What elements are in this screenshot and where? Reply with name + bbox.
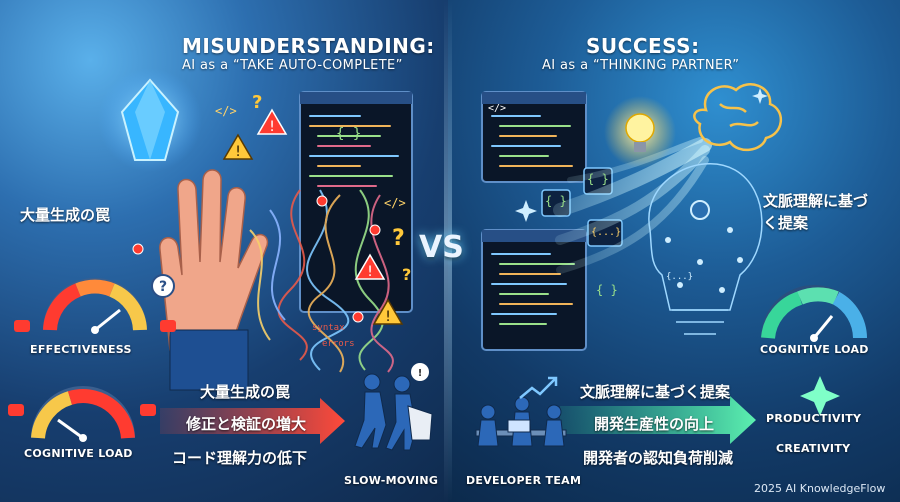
left-point-3: コード理解力の低下 bbox=[172, 449, 308, 467]
error-icon bbox=[132, 195, 381, 323]
code-window-right-top bbox=[481, 91, 587, 183]
neural-network-bulb bbox=[648, 163, 763, 335]
question-icon: ? ? ? bbox=[252, 92, 411, 284]
right-point-2: 開発生産性の向上 bbox=[594, 415, 715, 433]
creativity-label: CREATIVITY bbox=[776, 442, 851, 455]
snippet-ellipsis: {...} bbox=[666, 272, 694, 282]
speech-bubble-icon: ! bbox=[411, 363, 429, 381]
gauge-effectiveness bbox=[43, 278, 147, 334]
right-subtitle: AI as a “THINKING PARTNER” bbox=[542, 58, 740, 73]
snippet-ellipsis: {...} bbox=[591, 227, 622, 238]
snippet-errors: errors bbox=[322, 339, 355, 349]
warning-icon: ! bbox=[354, 253, 386, 280]
left-point-2: 修正と検証の増大 bbox=[186, 415, 307, 433]
svg-text:?: ? bbox=[159, 279, 167, 295]
warning-icon: ! bbox=[222, 133, 254, 160]
left-title: MISUNDERSTANDING: bbox=[182, 34, 435, 58]
developer-team-label: DEVELOPER TEAM bbox=[466, 474, 582, 487]
sparkle-icon bbox=[515, 88, 768, 222]
right-point-1: 文脈理解に基づく提案 bbox=[580, 383, 731, 401]
gauge-cognitive-load-left-label: COGNITIVE LOAD bbox=[24, 447, 133, 460]
snippet-braces: { } bbox=[587, 172, 609, 186]
network-nodes bbox=[665, 200, 743, 293]
warning-icon: ! bbox=[256, 108, 288, 135]
svg-text:!: ! bbox=[418, 368, 423, 379]
footer-credit: 2025 AI KnowledgeFlow bbox=[754, 482, 886, 495]
code-window-right-bottom bbox=[481, 229, 587, 351]
arrow-right-icon bbox=[160, 398, 345, 444]
alarm-icon bbox=[8, 404, 156, 416]
snippet-tag: </> bbox=[215, 104, 237, 118]
snippet-braces: { } bbox=[545, 194, 567, 208]
left-subtitle: AI as a “TAKE AUTO-COMPLETE” bbox=[182, 58, 403, 73]
svg-text:?: ? bbox=[252, 92, 262, 113]
snippet-tag: </> bbox=[488, 103, 507, 114]
right-side-label: 文脈理解に基づく提案 bbox=[763, 192, 869, 232]
productivity-label: PRODUCTIVITY bbox=[766, 412, 862, 425]
question-icon: ? bbox=[151, 274, 175, 298]
snippet-braces: { } bbox=[596, 283, 618, 297]
hand-icon bbox=[159, 169, 269, 351]
gauge-cognitive-load-right-label: COGNITIVE LOAD bbox=[760, 343, 869, 356]
lightbulb-icon bbox=[604, 96, 676, 168]
sparkle-icon bbox=[800, 376, 840, 416]
gauge-cognitive-load-left bbox=[31, 386, 135, 442]
crystal-icon bbox=[98, 68, 202, 172]
svg-text:?: ? bbox=[402, 265, 411, 284]
slow-moving-label: SLOW-MOVING bbox=[344, 474, 439, 487]
tangled-code-wires bbox=[249, 189, 394, 373]
svg-text:!: ! bbox=[235, 144, 241, 160]
right-point-3: 開発者の認知負荷削減 bbox=[583, 449, 734, 467]
brain-icon bbox=[693, 83, 782, 151]
gauge-cognitive-load-right bbox=[761, 285, 867, 342]
sleeve bbox=[169, 329, 249, 391]
center-divider bbox=[444, 0, 452, 502]
snippet-tag: </> bbox=[384, 196, 406, 210]
snippet-braces: { } bbox=[336, 126, 362, 142]
slow-moving-figures bbox=[354, 373, 433, 451]
warning-icon: ! bbox=[372, 298, 404, 325]
svg-text:!: ! bbox=[367, 264, 373, 280]
snippet-syntax: syntax bbox=[312, 323, 345, 333]
growth-arrow-icon bbox=[519, 376, 558, 399]
code-window-left bbox=[299, 91, 413, 313]
svg-text:!: ! bbox=[385, 309, 391, 325]
left-side-label: 大量生成の罠 bbox=[20, 206, 111, 224]
alarm-icon bbox=[14, 320, 176, 332]
svg-text:?: ? bbox=[392, 226, 405, 251]
developer-team bbox=[475, 396, 567, 447]
left-point-1: 大量生成の罠 bbox=[200, 383, 291, 401]
gauge-effectiveness-label: EFFECTIVENESS bbox=[30, 343, 132, 356]
svg-text:!: ! bbox=[269, 119, 275, 135]
vs-label: VS bbox=[419, 230, 464, 265]
arrow-right-icon bbox=[560, 396, 756, 444]
right-title: SUCCESS: bbox=[586, 34, 700, 58]
